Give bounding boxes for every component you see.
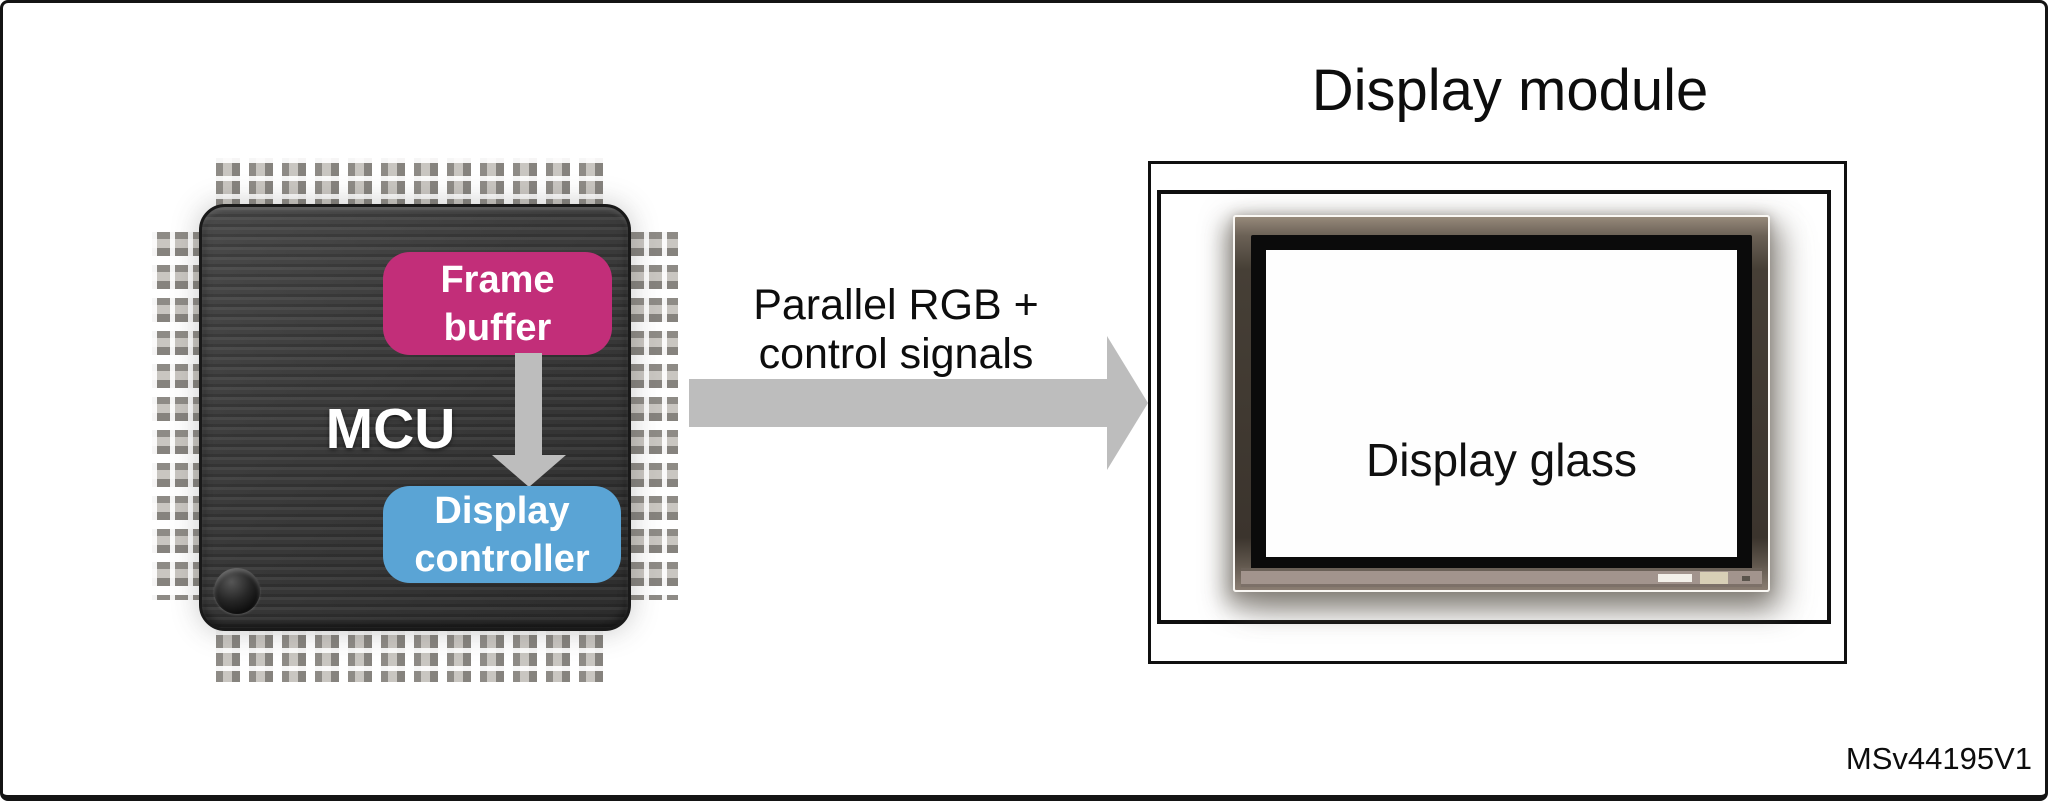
display-module-title: Display module — [1311, 58, 1709, 123]
display-photo: Display glass — [1233, 215, 1770, 592]
right-arrow-icon — [689, 379, 1108, 427]
display-button-icon — [1700, 572, 1728, 584]
display-control-strip — [1241, 568, 1762, 587]
bus-label-line2: control signals — [758, 330, 1034, 378]
chip-pins-left-icon — [152, 232, 204, 600]
display-bezel-frame: Display glass — [1251, 235, 1752, 572]
mcu-label: MCU — [325, 397, 456, 461]
display-screen: Display glass — [1266, 250, 1737, 557]
chip-pins-right-icon — [626, 232, 678, 600]
chip-pins-top-icon — [216, 158, 612, 210]
frame-buffer-box: Frame buffer — [383, 252, 612, 355]
display-button-icon — [1658, 574, 1692, 582]
frame-buffer-label: Frame buffer — [440, 258, 555, 349]
chip-pins-bottom-icon — [216, 630, 612, 682]
display-controller-label: Display controller — [414, 489, 590, 580]
display-led-icon — [1742, 576, 1750, 581]
down-arrow-head-icon — [492, 455, 566, 487]
chip-pin1-dimple-icon — [214, 568, 260, 614]
figure-reference-id: MSv44195V1 — [1845, 741, 2032, 776]
down-arrow-icon — [515, 353, 542, 457]
display-module-outer-box — [1148, 161, 1847, 664]
bus-label-line1: Parallel RGB + — [753, 281, 1039, 329]
right-arrow-head-icon — [1107, 336, 1148, 470]
bus-label: Parallel RGB + control signals — [680, 281, 1112, 379]
display-glass-label: Display glass — [1366, 433, 1637, 486]
display-controller-box: Display controller — [383, 486, 621, 583]
